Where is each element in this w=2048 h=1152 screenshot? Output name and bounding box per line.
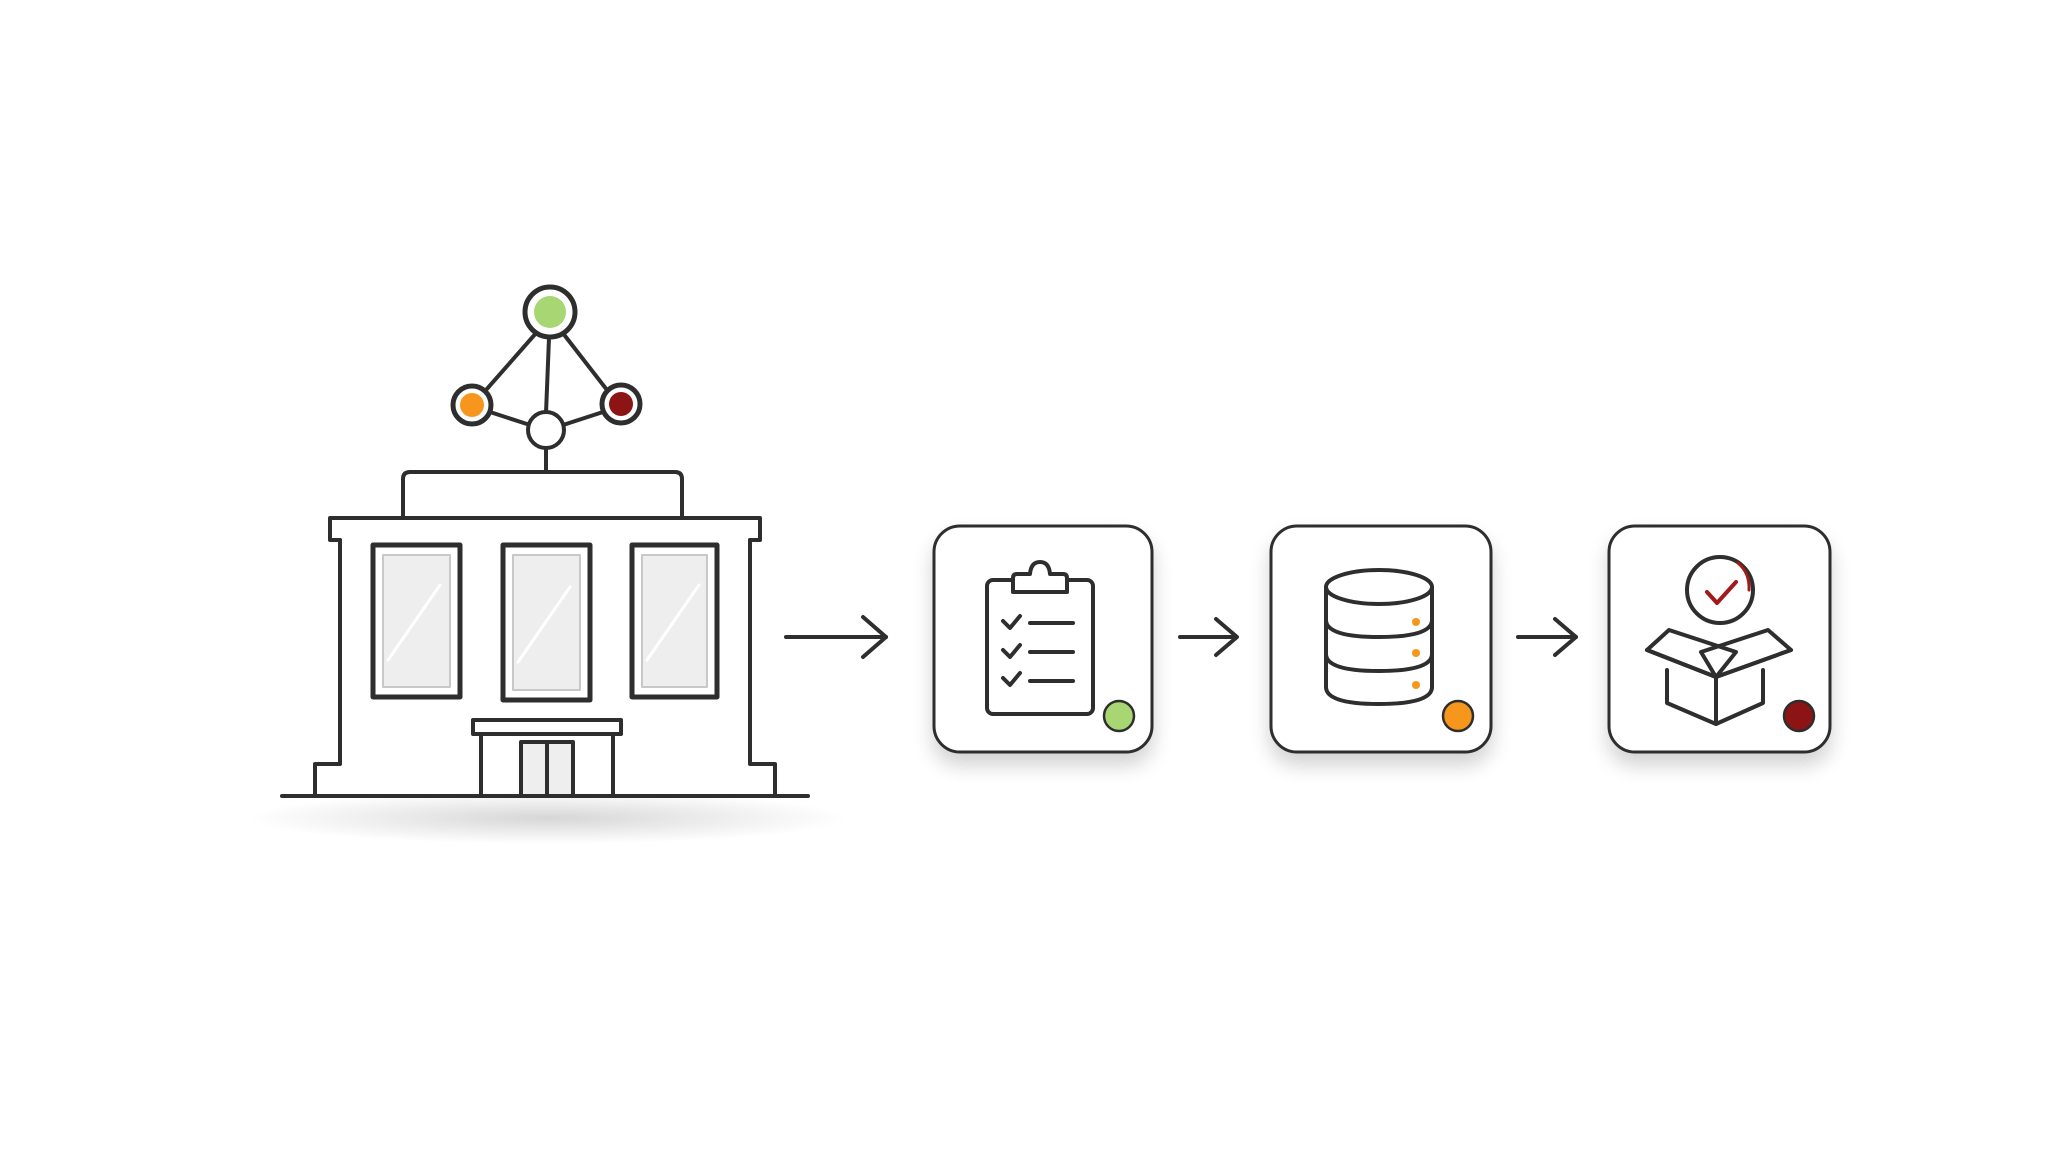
status-light xyxy=(1412,618,1420,626)
building-cornice xyxy=(328,516,762,542)
status-dot-green xyxy=(1102,699,1136,733)
status-dot-orange xyxy=(1441,699,1475,733)
step-card-database xyxy=(1269,524,1493,754)
building-roof xyxy=(401,470,684,520)
arrow-right-icon xyxy=(1178,617,1239,657)
status-light xyxy=(1412,681,1420,689)
arrow-right-icon xyxy=(1516,617,1578,657)
status-dot-red xyxy=(609,392,633,416)
building-icon xyxy=(248,284,848,844)
status-light xyxy=(1412,649,1420,657)
arrow-right-icon xyxy=(784,615,888,659)
building-walls xyxy=(313,538,777,797)
ground-shadow xyxy=(248,792,848,844)
step-card-checklist xyxy=(932,524,1154,754)
check-circle-icon xyxy=(1685,555,1755,625)
building-windows xyxy=(370,542,720,703)
clipboard-checklist-icon xyxy=(985,560,1095,716)
status-dot-red xyxy=(1782,699,1816,733)
status-dot-orange xyxy=(460,393,484,417)
network-hub-icon xyxy=(450,284,643,474)
step-card-delivery xyxy=(1607,524,1832,754)
database-icon xyxy=(1324,568,1434,706)
status-dot-green xyxy=(534,296,566,328)
building-entrance xyxy=(471,718,623,798)
network-node-hub xyxy=(526,410,566,450)
open-box-check-icon xyxy=(1645,555,1793,726)
